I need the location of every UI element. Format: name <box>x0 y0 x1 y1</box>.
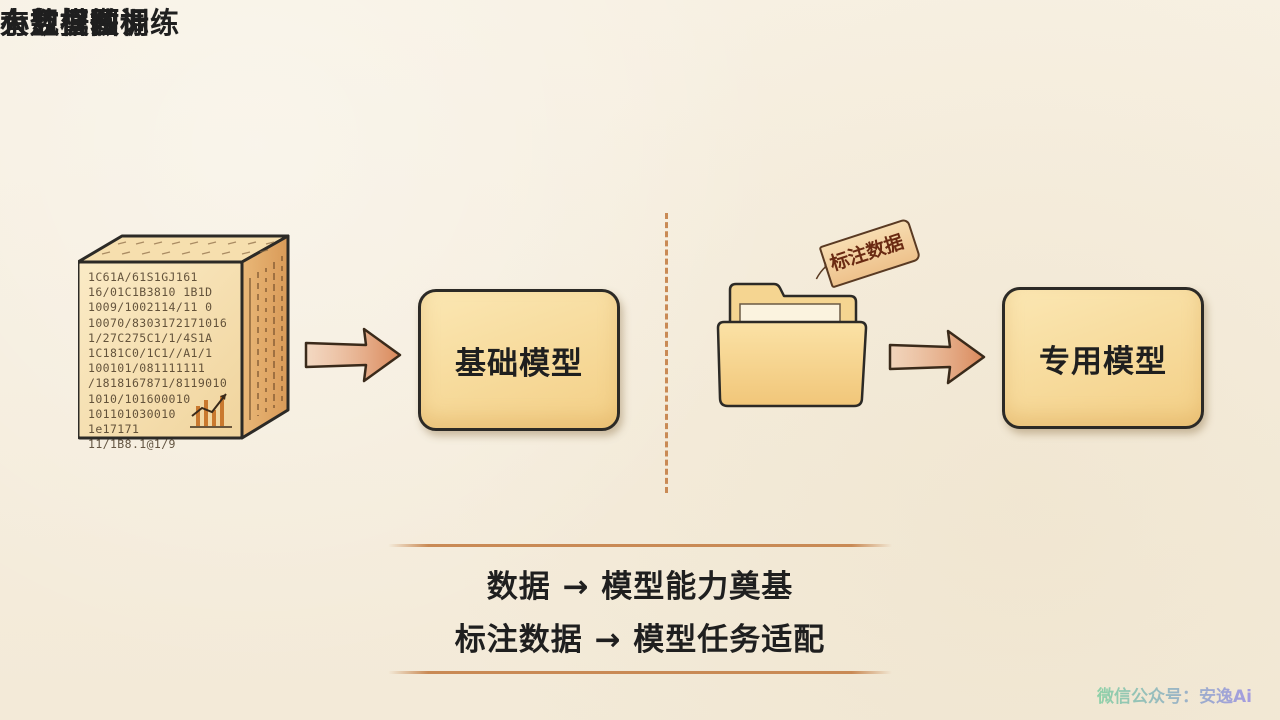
big-data-label: 大数据块 <box>0 6 121 40</box>
small-data-label: 小数据图标 <box>0 6 151 40</box>
arrow-right-icon <box>888 329 986 385</box>
section-divider <box>665 213 668 493</box>
big-data-cube-icon <box>78 230 293 445</box>
summary-top-rule <box>388 544 892 547</box>
base-model-label: 基础模型 <box>455 345 583 382</box>
annotation-tag: 标注数据 <box>805 217 922 293</box>
base-model-box: 基础模型 <box>418 289 620 431</box>
arrow-right-icon <box>304 327 402 383</box>
watermark: 微信公众号：安逸Ai <box>1097 682 1252 707</box>
pretrain-label: 大规模预训练 <box>0 6 181 40</box>
special-model-box: 专用模型 <box>1002 287 1204 429</box>
binary-digits-pattern: 1C61A/61S1GJ161 16/01C1B3810 1B1D 1009/1… <box>88 270 228 452</box>
folder-icon <box>716 282 868 408</box>
summary-bottom-rule <box>388 671 892 674</box>
sft-label: 有监督微调 <box>0 6 151 40</box>
summary-line-1: 数据 → 模型能力奠基 <box>486 569 794 605</box>
special-model-label: 专用模型 <box>1039 343 1167 380</box>
summary-line-2: 标注数据 → 模型任务适配 <box>454 622 826 658</box>
